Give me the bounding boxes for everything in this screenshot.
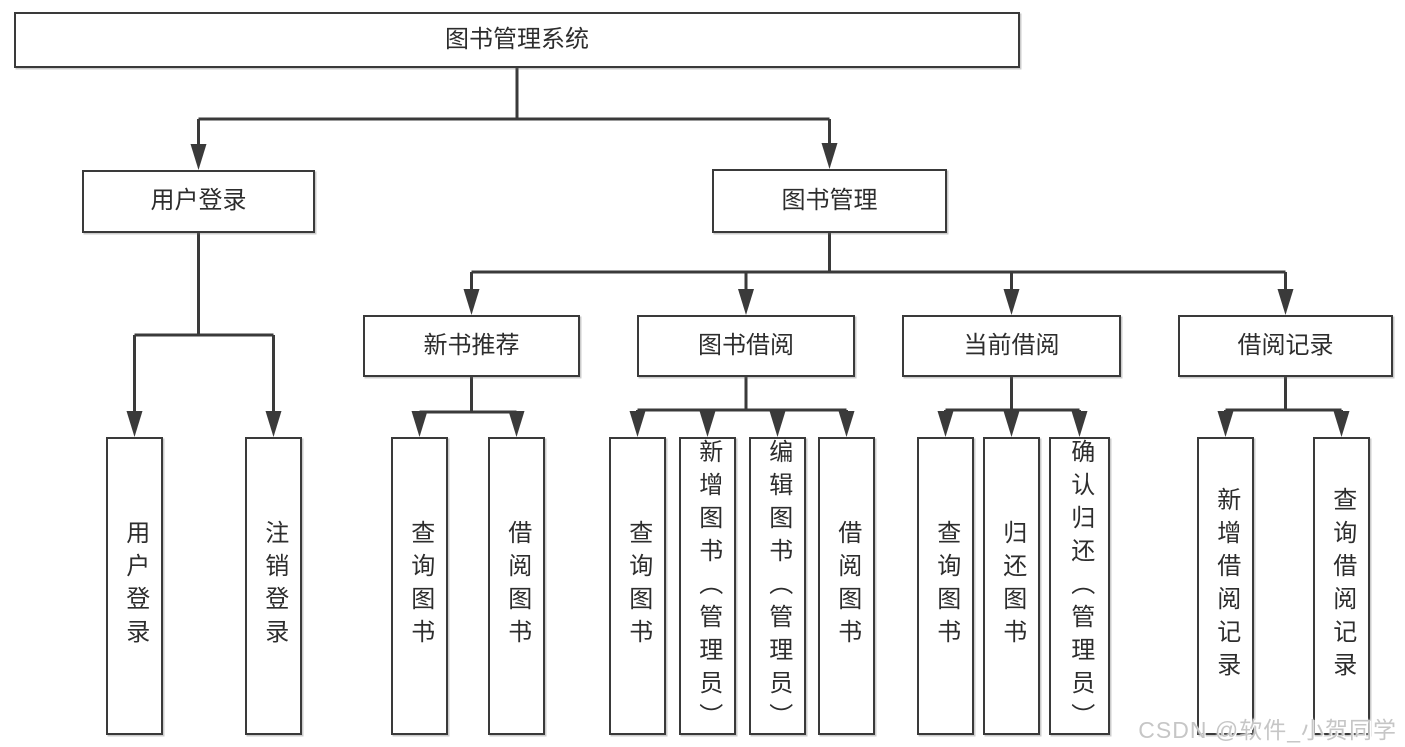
arrowhead-leaf-add-record <box>1217 411 1234 437</box>
node-book-borrow: 图书借阅 <box>637 315 855 377</box>
arrowhead-leaf-query-bb <box>629 411 646 437</box>
edge-new-book-rec <box>411 377 525 437</box>
edge-path-root <box>197 68 831 150</box>
node-label-leaf-query-bb: 查询图书 <box>624 520 652 652</box>
arrowhead-leaf-return-book <box>1003 411 1020 437</box>
node-label-leaf-query-cur: 查询图书 <box>932 520 960 652</box>
edge-path-book-mgmt <box>470 233 1287 295</box>
node-label-leaf-logout: 注销登录 <box>260 520 288 652</box>
arrowhead-leaf-borrow-new <box>508 411 525 437</box>
node-leaf-return-book: 归还图书 <box>983 437 1040 735</box>
node-label-leaf-add-book: 新增图书（管理员） <box>694 439 722 736</box>
node-label-leaf-confirm-return: 确认归还（管理员） <box>1066 439 1094 736</box>
node-label-user-login: 用户登录 <box>150 187 247 215</box>
node-book-mgmt: 图书管理 <box>712 169 947 233</box>
arrowhead-leaf-edit-book <box>769 411 786 437</box>
arrowhead-leaf-add-book <box>699 411 716 437</box>
arrowhead-leaf-confirm-return <box>1071 411 1088 437</box>
arrowhead-leaf-logout <box>265 411 282 437</box>
arrowhead-new-book-rec <box>463 289 480 315</box>
node-leaf-user-login: 用户登录 <box>106 437 163 735</box>
node-current-borrow: 当前借阅 <box>902 315 1121 377</box>
node-leaf-logout: 注销登录 <box>245 437 302 735</box>
node-leaf-query-cur: 查询图书 <box>917 437 974 735</box>
node-leaf-query-new: 查询图书 <box>391 437 448 735</box>
arrowhead-borrow-record <box>1277 289 1294 315</box>
node-label-new-book-rec: 新书推荐 <box>423 331 520 359</box>
node-borrow-record: 借阅记录 <box>1178 315 1393 377</box>
node-label-book-mgmt: 图书管理 <box>781 186 878 214</box>
arrowhead-book-borrow <box>738 289 754 315</box>
watermark: CSDN @软件_小贺同学 <box>1138 717 1397 743</box>
node-label-leaf-edit-book: 编辑图书（管理员） <box>764 439 792 736</box>
edge-path-user-login <box>133 233 275 417</box>
arrowhead-current-borrow <box>1003 289 1020 315</box>
node-label-leaf-borrow-bb: 借阅图书 <box>833 520 861 652</box>
node-label-leaf-borrow-new: 借阅图书 <box>503 520 531 652</box>
node-leaf-edit-book: 编辑图书（管理员） <box>749 437 806 736</box>
edge-root <box>190 68 838 170</box>
node-label-leaf-query-record: 查询借阅记录 <box>1328 487 1356 685</box>
arrowhead-leaf-query-new <box>411 411 428 437</box>
arrowhead-user-login <box>190 144 207 170</box>
edge-path-new-book-rec <box>418 377 518 417</box>
node-label-leaf-return-book: 归还图书 <box>998 520 1026 652</box>
edge-user-login <box>126 233 282 437</box>
node-leaf-borrow-bb: 借阅图书 <box>818 437 875 735</box>
arrowhead-leaf-borrow-bb <box>838 411 855 437</box>
edge-path-book-borrow <box>636 377 848 417</box>
node-leaf-confirm-return: 确认归还（管理员） <box>1049 437 1110 736</box>
node-leaf-add-book: 新增图书（管理员） <box>679 437 736 736</box>
node-label-borrow-record: 借阅记录 <box>1237 331 1334 359</box>
edge-book-mgmt <box>463 233 1294 315</box>
node-user-login: 用户登录 <box>82 170 315 233</box>
arrowhead-leaf-query-cur <box>937 411 954 437</box>
arrowhead-leaf-query-record <box>1333 411 1350 437</box>
node-label-leaf-user-login: 用户登录 <box>121 520 149 652</box>
edge-book-borrow <box>629 377 855 437</box>
edge-path-current-borrow <box>944 377 1081 417</box>
node-new-book-rec: 新书推荐 <box>363 315 580 377</box>
arrowhead-leaf-user-login <box>126 411 143 437</box>
edge-borrow-record <box>1217 377 1350 437</box>
node-label-leaf-add-record: 新增借阅记录 <box>1212 487 1240 685</box>
edge-current-borrow <box>937 377 1088 437</box>
edge-path-borrow-record <box>1224 377 1343 417</box>
node-leaf-query-bb: 查询图书 <box>609 437 666 735</box>
node-label-book-borrow: 图书借阅 <box>698 331 794 359</box>
arrowhead-book-mgmt <box>821 143 838 169</box>
node-leaf-query-record: 查询借阅记录 <box>1313 437 1370 735</box>
node-label-root: 图书管理系统 <box>445 25 589 53</box>
node-label-current-borrow: 当前借阅 <box>963 331 1060 359</box>
node-root: 图书管理系统 <box>14 12 1020 68</box>
node-label-leaf-query-new: 查询图书 <box>406 520 434 652</box>
node-leaf-borrow-new: 借阅图书 <box>488 437 545 735</box>
node-leaf-add-record: 新增借阅记录 <box>1197 437 1254 735</box>
